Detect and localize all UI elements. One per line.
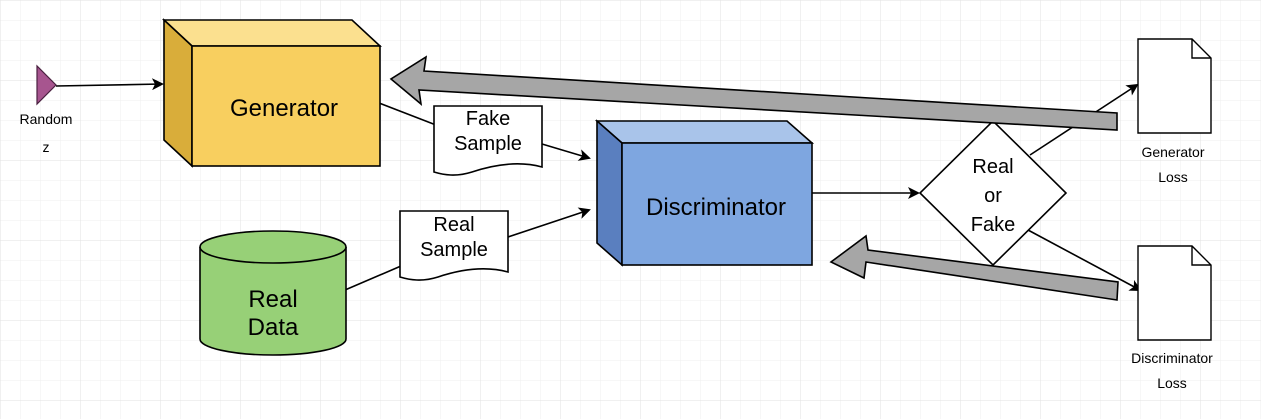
generator-feedback-arrow <box>389 55 1118 131</box>
random-label: Random <box>20 111 73 127</box>
connectors <box>55 78 1142 291</box>
random-input: Random z <box>20 64 73 155</box>
random-z-label: z <box>43 139 50 155</box>
discriminator-side-face <box>596 119 623 267</box>
discriminator-label: Discriminator <box>646 194 786 221</box>
decision-node: Real or Fake <box>918 119 1068 267</box>
discriminator-top-face <box>594 120 815 144</box>
generator-label: Generator <box>230 95 338 122</box>
discriminator-loss-page-fold <box>1191 246 1211 266</box>
generator-loss-page-fold <box>1191 39 1211 59</box>
discriminator-feedback-arrow <box>829 234 1119 301</box>
fake-sample-line2: Sample <box>454 133 522 155</box>
discriminator-block: Discriminator <box>594 119 815 267</box>
real-data-line1: Real <box>248 286 297 313</box>
real-data-line2: Data <box>248 314 299 341</box>
random-triangle-icon <box>36 64 57 106</box>
decision-line2: or <box>984 185 1002 207</box>
real-sample-shape <box>399 210 509 281</box>
arrow-decision-to-discriminator-loss <box>1027 229 1142 291</box>
decision-line3: Fake <box>971 214 1015 236</box>
real-sample-line2: Sample <box>420 239 488 261</box>
fake-sample-line1: Fake <box>466 108 510 130</box>
generator-block: Generator <box>161 18 383 168</box>
generator-loss-page-icon <box>1137 38 1212 134</box>
discriminator-loss-node: Discriminator Loss <box>1131 245 1213 391</box>
real-sample-line1: Real <box>433 214 474 236</box>
fake-sample-node: Fake Sample <box>433 105 543 176</box>
discriminator-front-face <box>621 142 813 266</box>
real-sample-node: Real Sample <box>399 210 509 281</box>
generator-loss-node: Generator Loss <box>1137 38 1212 185</box>
generator-loss-line2: Loss <box>1158 169 1188 185</box>
generator-top-face <box>161 19 383 47</box>
fake-sample-shape <box>433 105 543 176</box>
arrow-real-sample-to-discriminator <box>507 207 591 238</box>
line-generator-to-fake-sample <box>378 102 437 126</box>
generator-loss-line1: Generator <box>1141 144 1204 160</box>
generator-side-face <box>163 18 193 168</box>
line-real-data-to-real-sample <box>344 265 402 291</box>
real-data-node: Real Data <box>199 230 347 356</box>
real-data-cylinder-top <box>199 230 347 264</box>
discriminator-loss-line2: Loss <box>1157 375 1187 391</box>
arrow-random-to-generator <box>55 78 164 91</box>
decision-diamond <box>918 119 1068 267</box>
decision-line1: Real <box>972 156 1013 178</box>
arrow-fake-sample-to-discriminator <box>541 143 591 161</box>
generator-front-face <box>191 45 381 167</box>
real-data-cylinder-body <box>199 247 347 356</box>
discriminator-loss-page-icon <box>1137 245 1212 341</box>
discriminator-loss-line1: Discriminator <box>1131 350 1213 366</box>
